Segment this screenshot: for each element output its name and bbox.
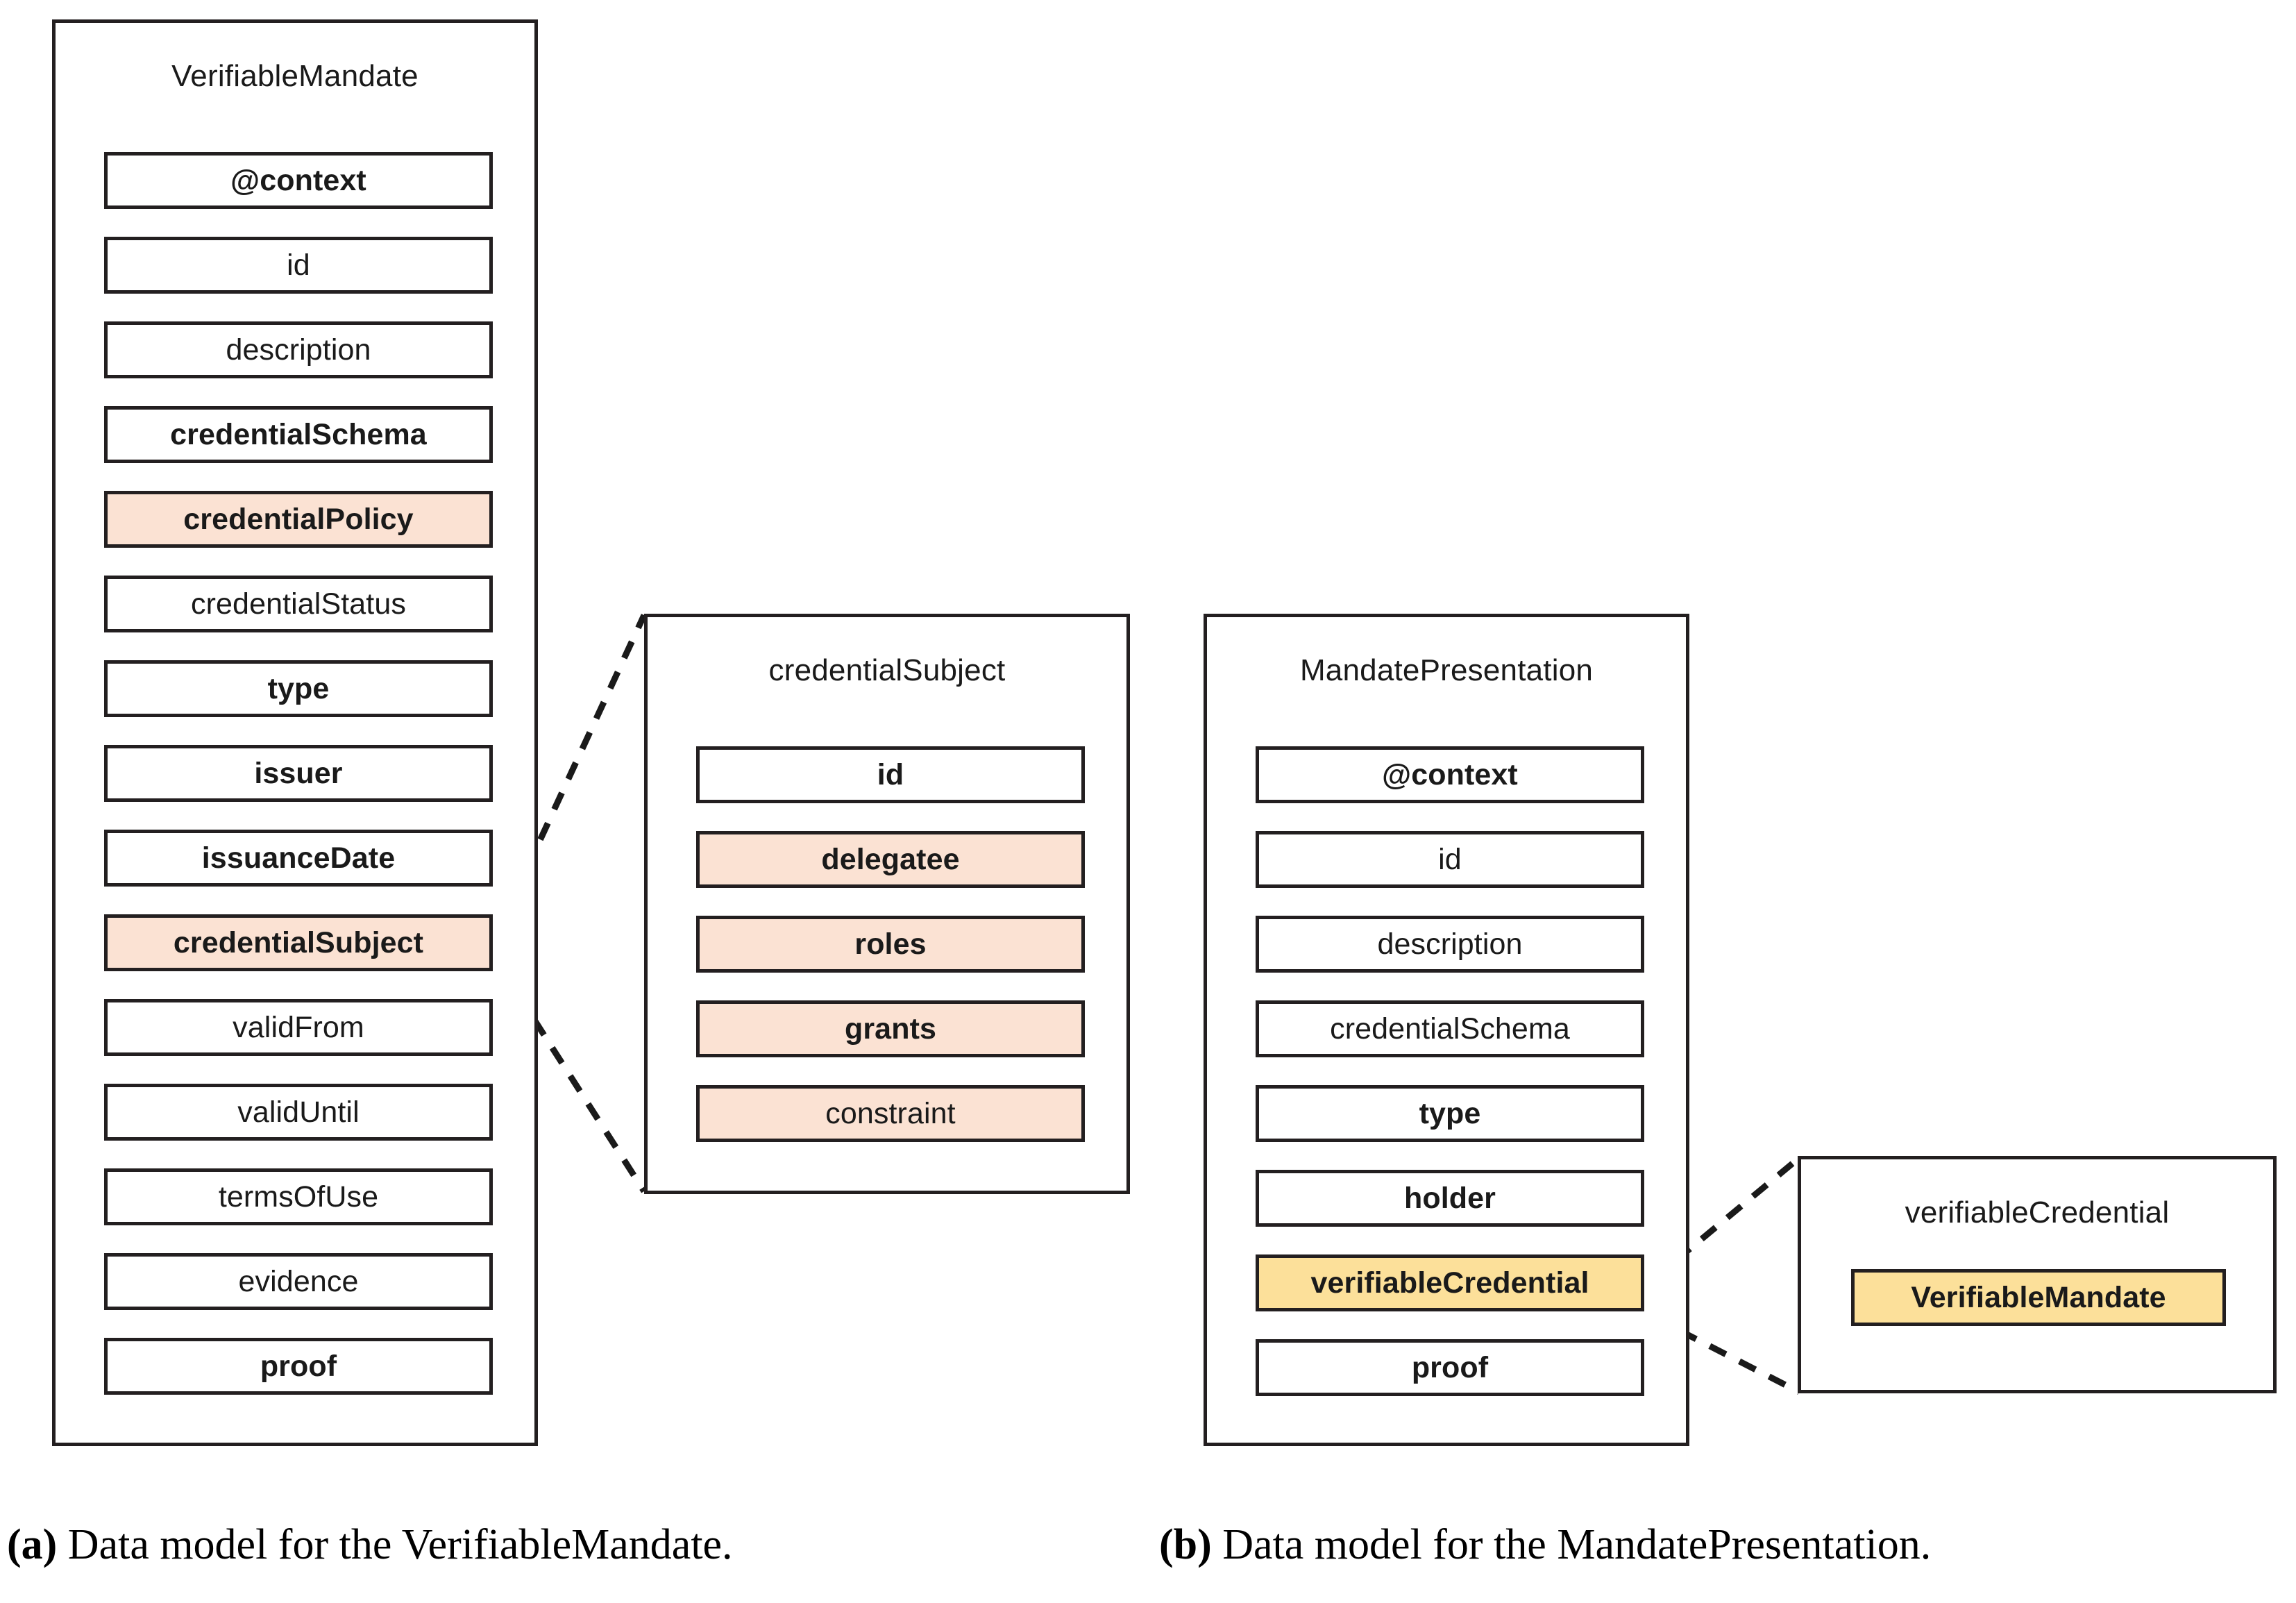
field-id[interactable]: id — [104, 237, 493, 294]
cs-field-id[interactable]: id — [696, 746, 1085, 803]
credential-subject-box: credentialSubject id delegatee roles gra… — [644, 614, 1130, 1194]
verifiable-mandate-title: VerifiableMandate — [171, 59, 419, 93]
field-issuer[interactable]: issuer — [104, 745, 493, 802]
caption-b: (b) Data model for the MandatePresentati… — [1159, 1520, 1931, 1570]
verifiable-credential-title: verifiableCredential — [1905, 1195, 2170, 1229]
field-credentialschema[interactable]: credentialSchema — [104, 406, 493, 463]
mp-field-credentialschema[interactable]: credentialSchema — [1256, 1000, 1644, 1057]
cs-field-grants[interactable]: grants — [696, 1000, 1085, 1057]
field-evidence[interactable]: evidence — [104, 1253, 493, 1310]
field-termsofuse[interactable]: termsOfUse — [104, 1168, 493, 1225]
field-proof[interactable]: proof — [104, 1338, 493, 1395]
field-validfrom[interactable]: validFrom — [104, 999, 493, 1056]
field-credentialstatus[interactable]: credentialStatus — [104, 576, 493, 632]
mandate-presentation-title: MandatePresentation — [1299, 653, 1594, 687]
mp-field-proof[interactable]: proof — [1256, 1339, 1644, 1396]
mp-field-context[interactable]: @context — [1256, 746, 1644, 803]
mp-field-verifiablecredential[interactable]: verifiableCredential — [1256, 1254, 1644, 1311]
caption-a: (a) Data model for the VerifiableMandate… — [7, 1520, 733, 1570]
cs-field-delegatee[interactable]: delegatee — [696, 831, 1085, 888]
verifiable-mandate-box: VerifiableMandate @context id descriptio… — [52, 19, 538, 1446]
caption-a-text: Data model for the VerifiableMandate. — [57, 1521, 733, 1568]
field-description[interactable]: description — [104, 321, 493, 378]
field-issuancedate[interactable]: issuanceDate — [104, 830, 493, 887]
credential-subject-title: credentialSubject — [768, 653, 1006, 687]
mp-field-type[interactable]: type — [1256, 1085, 1644, 1142]
mp-field-holder[interactable]: holder — [1256, 1170, 1644, 1227]
mp-field-id[interactable]: id — [1256, 831, 1644, 888]
vc-field-verifiablemandate[interactable]: VerifiableMandate — [1851, 1269, 2226, 1326]
cs-field-constraint[interactable]: constraint — [696, 1085, 1085, 1142]
field-type[interactable]: type — [104, 660, 493, 717]
field-validuntil[interactable]: validUntil — [104, 1084, 493, 1141]
mandate-presentation-box: MandatePresentation @context id descript… — [1204, 614, 1689, 1446]
mp-field-description[interactable]: description — [1256, 916, 1644, 973]
caption-b-label: (b) — [1159, 1521, 1212, 1568]
field-credentialsubject[interactable]: credentialSubject — [104, 914, 493, 971]
caption-b-text: Data model for the MandatePresentation. — [1211, 1521, 1932, 1568]
caption-a-label: (a) — [7, 1521, 58, 1568]
field-context[interactable]: @context — [104, 152, 493, 209]
field-credentialpolicy[interactable]: credentialPolicy — [104, 491, 493, 548]
verifiable-credential-box: verifiableCredential VerifiableMandate — [1798, 1156, 2277, 1393]
cs-field-roles[interactable]: roles — [696, 916, 1085, 973]
